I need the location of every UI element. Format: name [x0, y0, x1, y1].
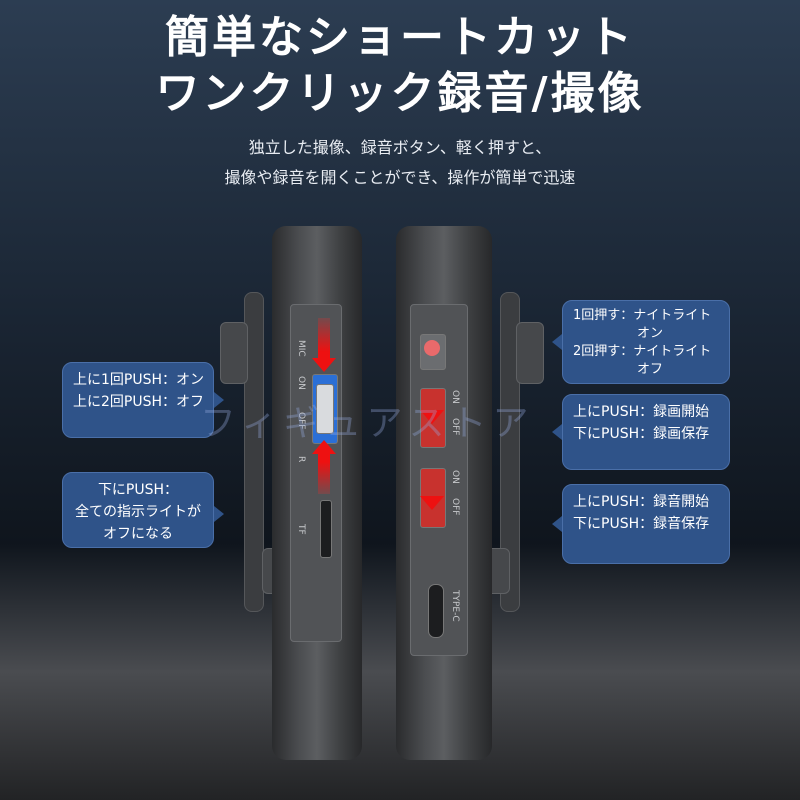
tf-card-slot[interactable] — [320, 500, 332, 558]
left-device-belt-clip — [244, 292, 264, 612]
on-label: ON — [296, 376, 306, 390]
push-down-arrow — [318, 318, 330, 360]
callout-video-record: 上にPUSH：録画開始 下にPUSH：録画保存 — [562, 394, 730, 470]
callout-text: 上に1回PUSH：オン — [73, 372, 205, 388]
callout-text: 上にPUSH：録音開始 — [573, 494, 710, 510]
callout-pointer — [214, 392, 224, 408]
type-c-label: TYPE-C — [450, 590, 460, 622]
callout-text: 下にPUSH：録音保存 — [573, 516, 710, 532]
callout-text: オフ — [637, 362, 664, 377]
type-c-port[interactable] — [428, 584, 444, 638]
r-label: R — [296, 456, 306, 463]
callout-mic-switch-up: 上に1回PUSH：オン 上に2回PUSH：オフ — [62, 362, 214, 438]
headline-line-2: ワンクリック録音/撮像 — [155, 68, 645, 119]
mic-power-switch-slider[interactable] — [316, 384, 334, 434]
callout-pointer — [552, 334, 562, 350]
callout-text: 下にPUSH： — [97, 482, 179, 498]
left-device-knob — [220, 322, 248, 384]
push-up-arrow — [318, 454, 330, 494]
callout-text: オン — [637, 326, 664, 341]
callout-pointer — [552, 516, 562, 532]
callout-text: オフになる — [103, 526, 173, 542]
callout-text: 2回押す：ナイトライト — [573, 344, 712, 359]
audio-off-label: OFF — [450, 498, 460, 516]
callout-text: 1回押す：ナイトライト — [573, 308, 712, 323]
push-up-arrowhead — [312, 440, 336, 454]
video-push-arrowhead — [420, 410, 444, 424]
audio-on-label: ON — [450, 470, 460, 484]
subtitle-line-1: 独立した撮像、録音ボタン、軽く押すと、 — [248, 138, 552, 157]
subtitle-line-2: 撮像や録音を開くことができ、操作が簡単で迅速 — [224, 168, 576, 187]
push-down-arrowhead — [312, 358, 336, 372]
callout-pointer — [552, 424, 562, 440]
mic-label: MIC — [296, 340, 306, 357]
tf-label: TF — [296, 524, 306, 535]
audio-push-arrowhead — [420, 496, 444, 510]
right-device-knob — [516, 322, 544, 384]
callout-audio-record: 上にPUSH：録音開始 下にPUSH：録音保存 — [562, 484, 730, 564]
callout-text: 上に2回PUSH：オフ — [73, 394, 205, 410]
callout-text: 下にPUSH：録画保存 — [573, 426, 710, 442]
headline-line-1: 簡単なショートカット — [165, 12, 635, 63]
callout-text: 全ての指示ライトが — [75, 504, 201, 520]
callout-text: 上にPUSH：録画開始 — [573, 404, 710, 420]
callout-pointer — [214, 506, 224, 522]
watermark: フィギュアストア — [200, 403, 535, 444]
night-light-indicator — [424, 340, 440, 356]
callout-mic-switch-down: 下にPUSH： 全ての指示ライトが オフになる — [62, 472, 214, 548]
right-device-belt-clip — [500, 292, 520, 612]
callout-night-light: 1回押す：ナイトライト オン 2回押す：ナイトライト オフ — [562, 300, 730, 384]
